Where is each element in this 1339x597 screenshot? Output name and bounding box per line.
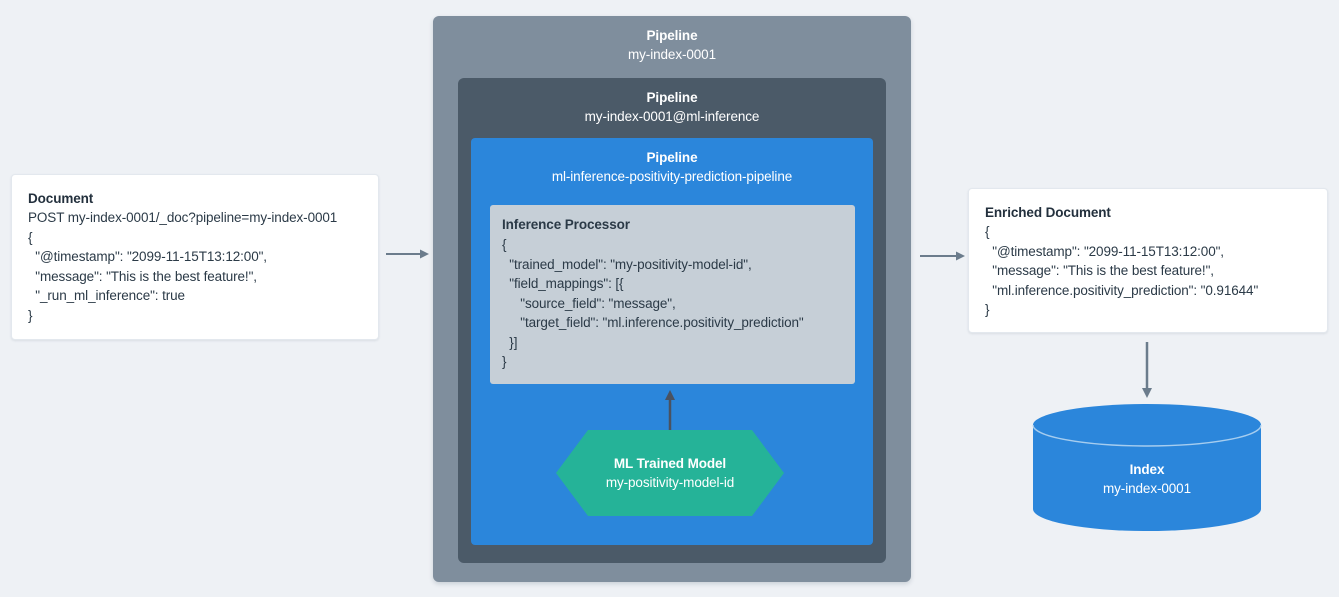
document-title: Document (28, 191, 94, 206)
index-cylinder: Index my-index-0001 (1032, 403, 1262, 531)
inference-processor-panel: Inference Processor { "trained_model": "… (490, 205, 855, 384)
document-line: "@timestamp": "2099-11-15T13:12:00", (28, 249, 267, 264)
document-line: "_run_ml_inference": true (28, 288, 185, 303)
ml-trained-model-hexagon: ML Trained Model my-positivity-model-id (555, 428, 785, 518)
document-line: "message": "This is the best feature!", (28, 268, 257, 284)
enriched-document-line: { (985, 224, 990, 239)
inference-processor-title: Inference Processor (502, 217, 630, 232)
enriched-document-line: } (985, 302, 990, 317)
pipeline-mid-label: Pipeline (646, 90, 698, 105)
arrow-document-to-pipeline (386, 248, 430, 260)
inference-processor-line: } (502, 354, 507, 369)
pipeline-outer-header: Pipeline my-index-0001 (433, 16, 911, 65)
inference-processor-line: "field_mappings": [{ (502, 276, 624, 291)
pipeline-inner-label: Pipeline (646, 150, 698, 165)
document-line: { (28, 229, 33, 245)
inference-processor-line: "source_field": "message", (502, 295, 676, 311)
enriched-document-line: "message": "This is the best feature!", (985, 263, 1214, 278)
pipeline-outer-box: Pipeline my-index-0001 Pipeline my-index… (433, 16, 911, 582)
arrow-pipeline-to-enriched-document (920, 250, 966, 262)
inference-processor-line: "trained_model": "my-positivity-model-id… (502, 256, 752, 272)
inference-processor-line: }] (502, 334, 518, 350)
pipeline-outer-label: Pipeline (646, 28, 698, 43)
document-card: Document POST my-index-0001/_doc?pipelin… (11, 174, 379, 340)
arrow-model-to-processor (663, 390, 677, 434)
pipeline-mid-header: Pipeline my-index-0001@ml-inference (458, 78, 886, 127)
document-line: } (28, 307, 33, 323)
pipeline-mid-box: Pipeline my-index-0001@ml-inference Pipe… (458, 78, 886, 563)
document-line: POST my-index-0001/_doc?pipeline=my-inde… (28, 210, 338, 225)
arrow-enriched-document-to-index (1140, 342, 1154, 398)
pipeline-outer-name: my-index-0001 (628, 47, 716, 62)
enriched-document-line: "@timestamp": "2099-11-15T13:12:00", (985, 243, 1224, 259)
enriched-document-title: Enriched Document (985, 205, 1111, 220)
enriched-document-line: "ml.inference.positivity_prediction": "0… (985, 282, 1259, 298)
enriched-document-card: Enriched Document { "@timestamp": "2099-… (968, 188, 1328, 333)
pipeline-mid-name: my-index-0001@ml-inference (584, 109, 760, 124)
pipeline-inner-header: Pipeline ml-inference-positivity-predict… (471, 138, 873, 187)
inference-processor-line: "target_field": "ml.inference.positivity… (502, 315, 804, 330)
pipeline-inner-name: ml-inference-positivity-prediction-pipel… (551, 169, 793, 184)
inference-processor-line: { (502, 237, 507, 252)
